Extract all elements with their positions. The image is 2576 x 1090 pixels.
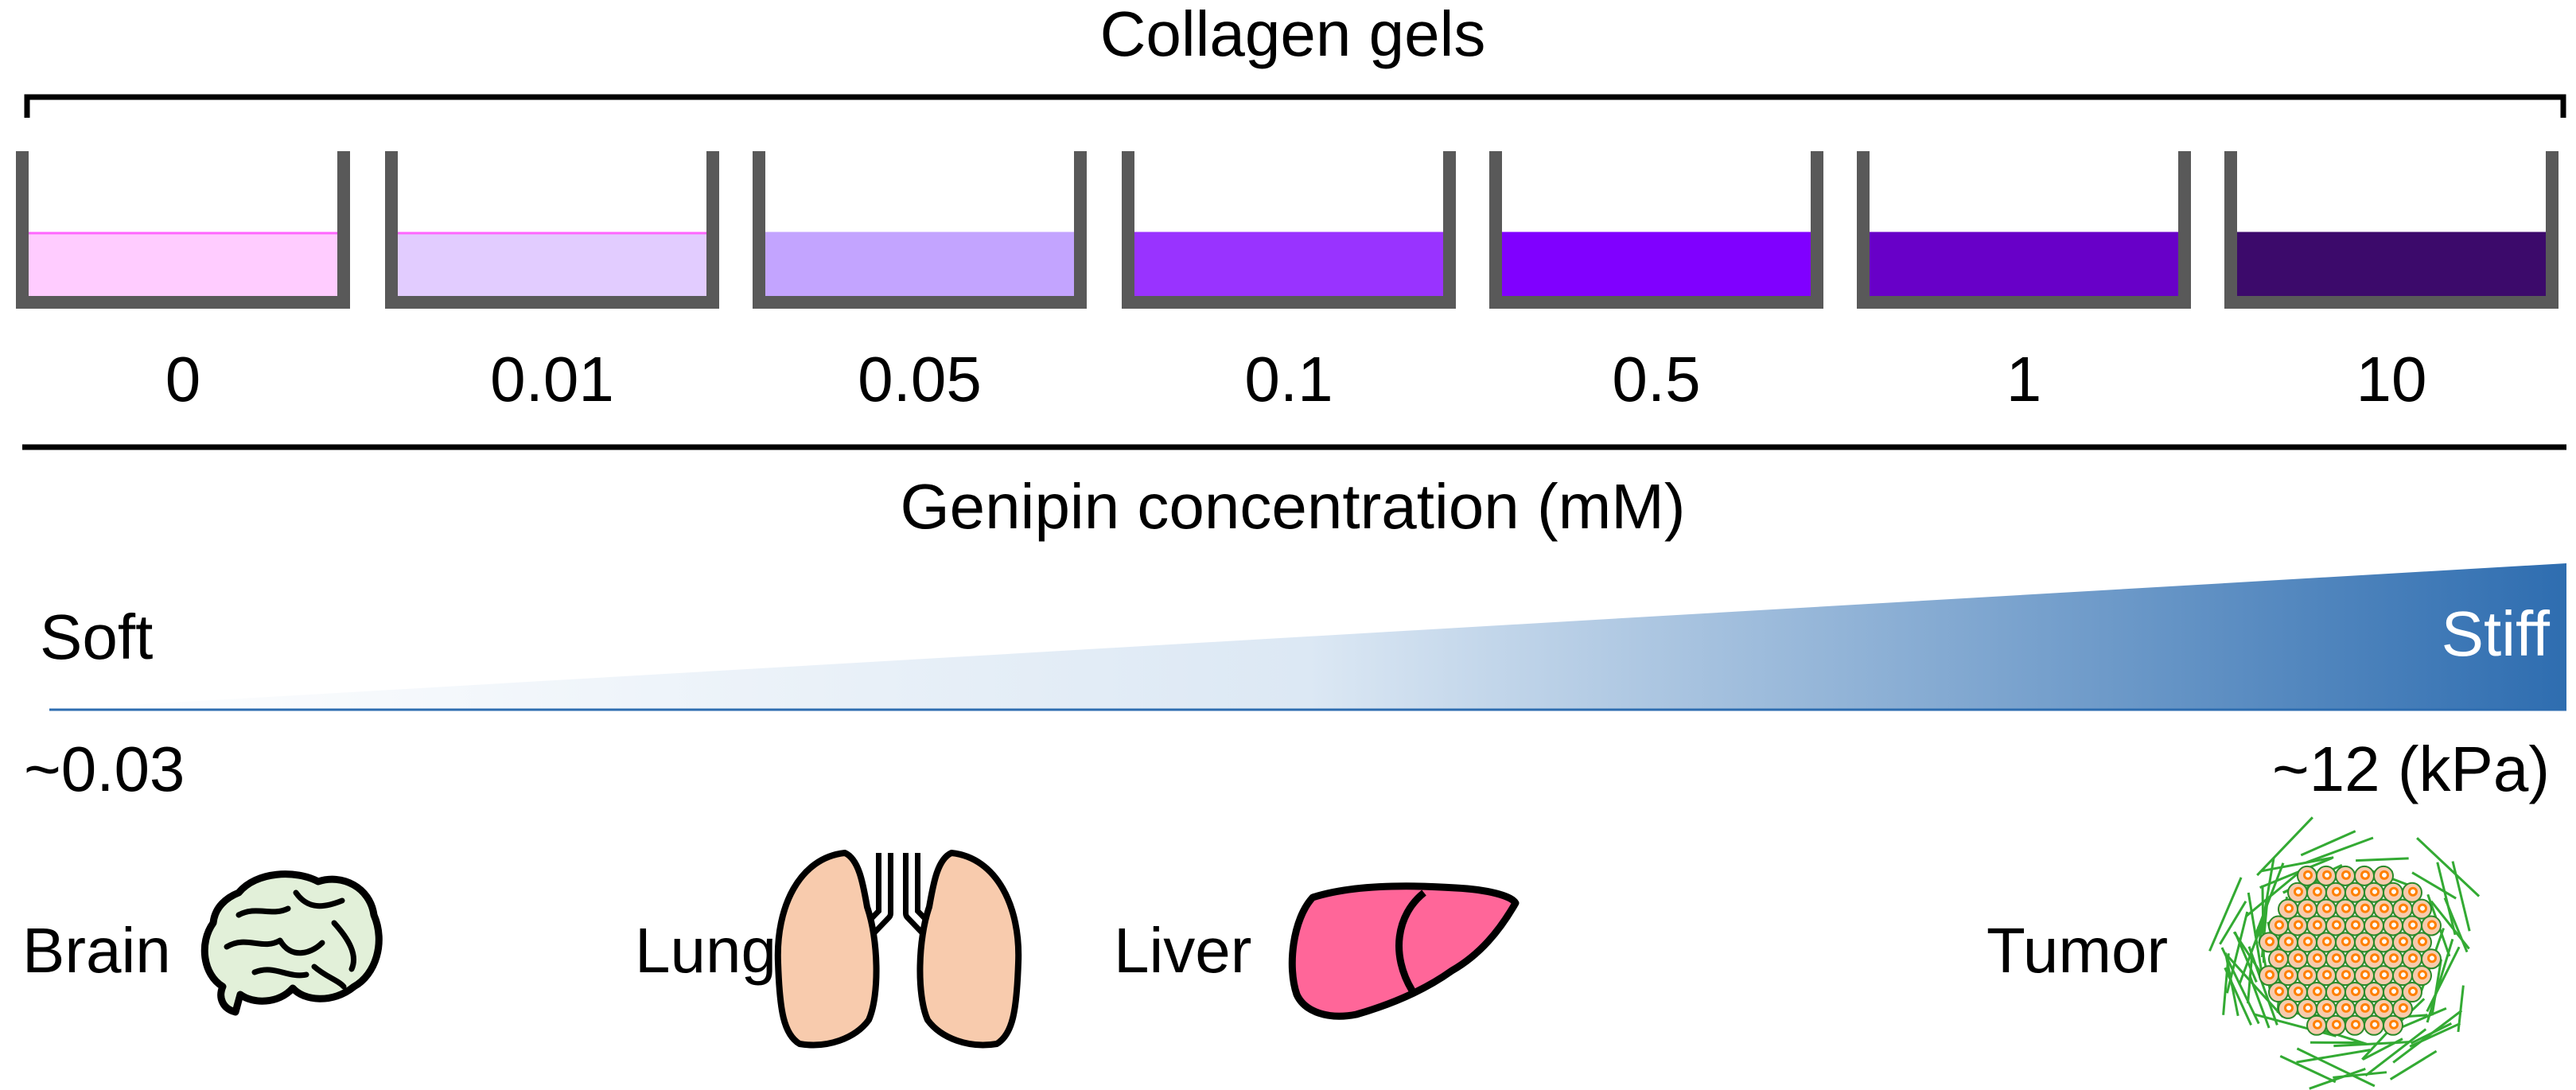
well-wall [16,151,350,309]
gel-fill [1870,233,2178,296]
gel-fill [1134,233,1443,296]
gel-well: 0 [16,151,350,415]
lung-icon [774,850,1022,1049]
gel-fill [1502,233,1811,296]
soft-label: Soft [40,601,153,672]
title-bracket [24,94,2566,118]
gel-well: 1 [1857,151,2191,415]
well-wall [1122,151,1456,309]
gel-wells: 0 0.01 0.05 0.1 0.5 1 10 [16,151,2558,415]
diagram-title: Collagen gels [1100,0,1486,69]
gel-well: 0.05 [753,151,1087,415]
max-stiffness-value: ~12 (kPa) [2272,734,2550,804]
gel-fill [765,233,1074,296]
stiffness-gradient-wedge [49,563,2566,710]
gel-fill [2237,233,2546,296]
gel-well: 10 [2224,151,2558,415]
concentration-axis-label: Genipin concentration (mM) [900,471,1685,542]
well-wall [753,151,1087,309]
well-wall [385,151,719,309]
well-wall [1489,151,1823,309]
tissue-label-brain: Brain [22,915,171,986]
well-wall [2224,151,2558,309]
tissue-label-liver: Liver [1114,915,1251,986]
concentration-label: 10 [2356,344,2427,415]
gel-fill [29,233,337,296]
concentration-label: 1 [2006,344,2042,415]
concentration-label: 0.1 [1244,344,1333,415]
tumor-cells [2259,865,2442,1036]
tissue-label-tumor: Tumor [1986,915,2168,986]
concentration-label: 0.01 [490,344,614,415]
concentration-label: 0.5 [1612,344,1700,415]
gel-fill [398,233,706,296]
tissue-label-lung: Lung [635,915,776,986]
liver-icon [1288,882,1520,1020]
gel-well: 0.1 [1122,151,1456,415]
min-stiffness-value: ~0.03 [24,734,185,804]
well-wall [1857,151,2191,309]
concentration-label: 0.05 [858,344,982,415]
stiff-label: Stiff [2442,598,2551,669]
tumor-icon [2208,816,2481,1090]
gel-well: 0.01 [385,151,719,415]
concentration-label: 0 [165,344,201,415]
gel-well: 0.5 [1489,151,1823,415]
brain-icon [200,870,383,1016]
